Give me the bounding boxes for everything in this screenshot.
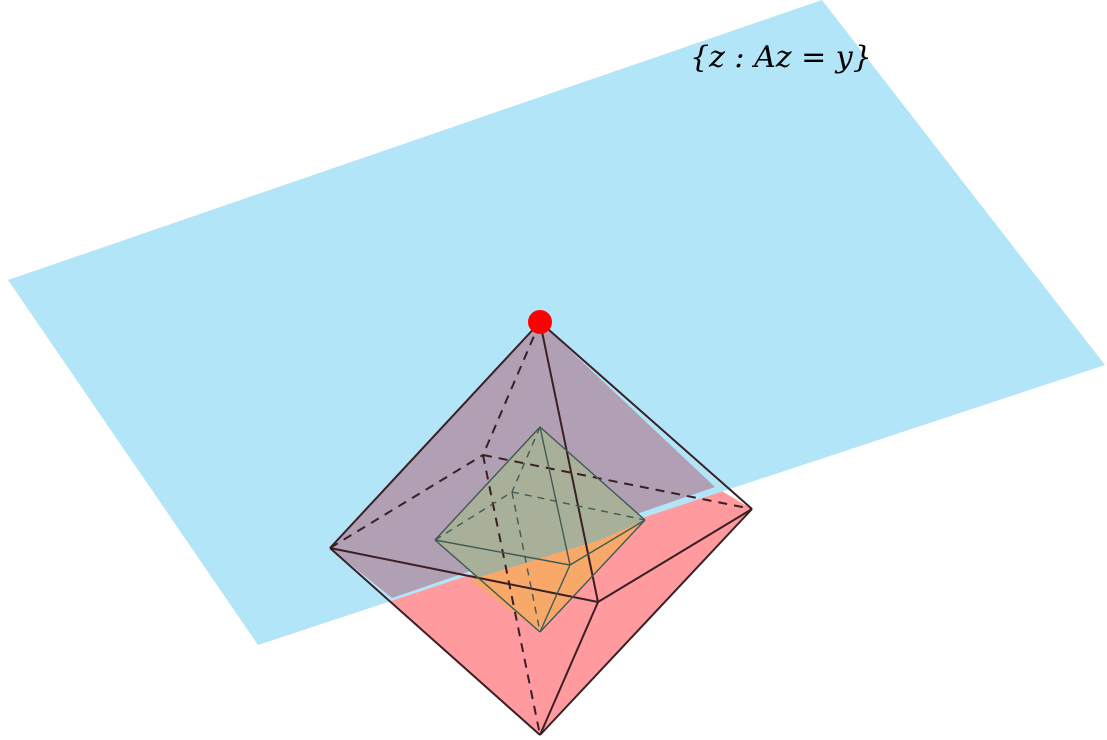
affine-plane [8,0,1105,645]
plane-label: {z : Az = y} [690,40,872,75]
inner-visible-edges [434,426,646,633]
inner-hidden-edges [434,426,646,633]
outer-hidden-edges [329,321,753,736]
solution-point [528,310,552,334]
outer-visible-edges [329,321,753,736]
